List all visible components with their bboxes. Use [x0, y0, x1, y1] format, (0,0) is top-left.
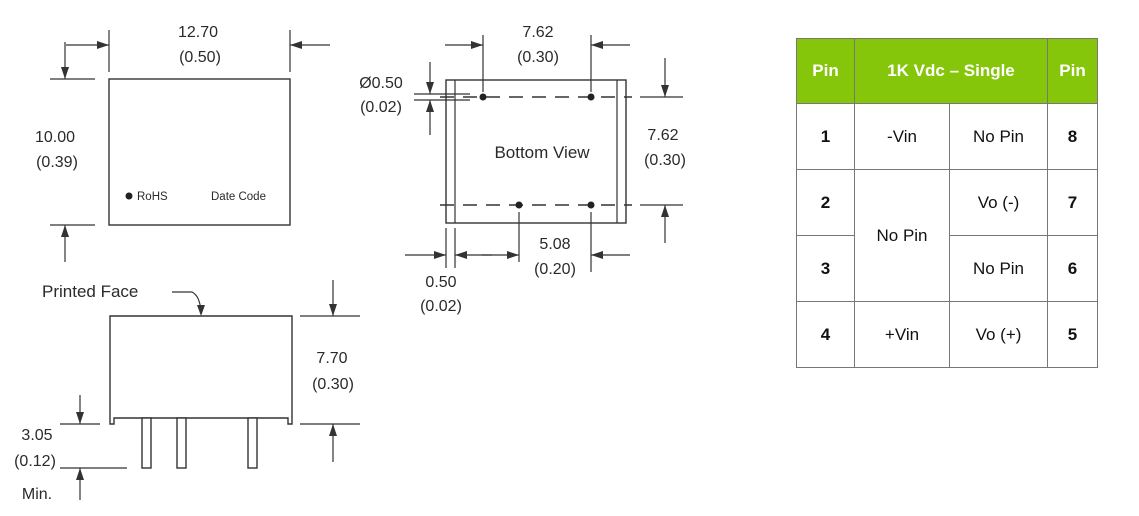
bottom-top-pitch-in: (0.30): [517, 49, 559, 66]
bottom-view-body: [445, 79, 627, 224]
side-view: Printed Face 7.70 (0.30) 3.05 (0.12) Min…: [14, 280, 360, 503]
side-height-mm: 7.70: [316, 350, 347, 367]
pin-hole-icon: [587, 93, 595, 101]
pin-number: 3: [796, 235, 855, 302]
top-width-in: (0.50): [179, 49, 221, 66]
pin-function: Vo (+): [949, 301, 1048, 368]
pin-function: No Pin: [949, 103, 1048, 170]
pin-number: 2: [796, 169, 855, 236]
table-row: 3 No Pin 6: [796, 235, 1098, 302]
top-view: 12.70 (0.50) 10.00 (0.39) RoHS Date Code: [35, 24, 330, 262]
bottom-pitch-in: (0.20): [534, 261, 576, 278]
pin-number: 8: [1047, 103, 1098, 170]
side-height-in: (0.30): [312, 376, 354, 393]
pin-table-header: Pin 1K Vdc – Single Pin: [796, 38, 1098, 104]
pin-length-note: Min.: [22, 486, 52, 503]
top-width-mm: 12.70: [178, 24, 218, 41]
pin-function: Vo (-): [949, 169, 1048, 236]
hole-diameter-mm: Ø0.50: [359, 75, 403, 92]
edge-mm: 0.50: [425, 274, 456, 291]
header-pin-left: Pin: [796, 38, 855, 104]
header-function: 1K Vdc – Single: [854, 38, 1048, 104]
table-row: 4 +Vin Vo (+) 5: [796, 301, 1098, 368]
edge-in: (0.02): [420, 298, 462, 315]
date-code-label: Date Code: [211, 191, 266, 203]
pin-function: +Vin: [854, 301, 950, 368]
pin-number: 4: [796, 301, 855, 368]
printed-face-label: Printed Face: [42, 282, 138, 301]
top-view-body: [108, 78, 291, 226]
rohs-dot-icon: [125, 192, 133, 200]
pin-lead: [247, 417, 258, 469]
pin-hole-icon: [479, 93, 487, 101]
pin-function: -Vin: [854, 103, 950, 170]
bottom-pitch-mm: 5.08: [539, 236, 570, 253]
side-view-body: [109, 315, 293, 425]
pin-table: Pin 1K Vdc – Single Pin 1 -Vin No Pin 8 …: [796, 38, 1098, 368]
pin-function: No Pin: [949, 235, 1048, 302]
pin-length-mm: 3.05: [21, 427, 52, 444]
top-height-in: (0.39): [36, 154, 78, 171]
pin-number: 5: [1047, 301, 1098, 368]
pin-length-in: (0.12): [14, 453, 56, 470]
bottom-side-pitch-mm: 7.62: [647, 127, 678, 144]
mechanical-drawing: 12.70 (0.50) 10.00 (0.39) RoHS Date Code…: [14, 24, 686, 503]
pin-function: No Pin: [854, 169, 950, 302]
rohs-label: RoHS: [137, 191, 168, 203]
pin-hole-icon: [515, 201, 523, 209]
pin-number: 6: [1047, 235, 1098, 302]
bottom-view: Bottom View 7.62 (0.30) 7.62 (0.30) Ø0.5…: [359, 24, 686, 315]
pin-number: 7: [1047, 169, 1098, 236]
top-height-mm: 10.00: [35, 129, 75, 146]
table-row: 2 No Pin Vo (-) 7: [796, 169, 1098, 302]
pin-lead: [176, 417, 187, 469]
bottom-view-title: Bottom View: [494, 143, 590, 162]
hole-diameter-in: (0.02): [360, 99, 402, 116]
pin-hole-icon: [587, 201, 595, 209]
header-pin-right: Pin: [1047, 38, 1098, 104]
bottom-top-pitch-mm: 7.62: [522, 24, 553, 41]
pin-number: 1: [796, 103, 855, 170]
bottom-side-pitch-in: (0.30): [644, 152, 686, 169]
table-row: 1 -Vin No Pin 8: [796, 103, 1098, 170]
pin-lead: [141, 417, 152, 469]
